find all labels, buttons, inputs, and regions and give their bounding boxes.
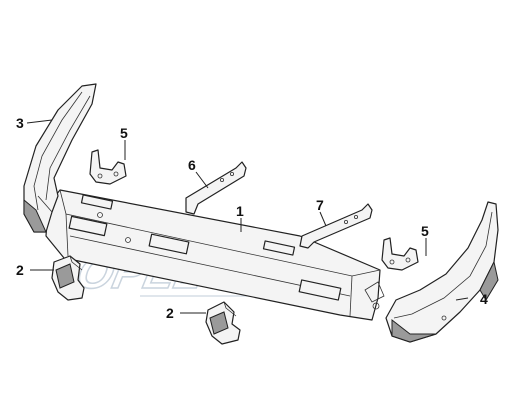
callout-4: 4 [480, 291, 488, 307]
callout-1: 1 [236, 203, 244, 219]
part-5-mount-bracket-left [89, 149, 127, 185]
leader-lines [26, 119, 469, 314]
part-6-strap-bracket [185, 161, 247, 215]
callout-7: 7 [316, 197, 324, 213]
part-2-bracket-lower [205, 301, 241, 345]
callout-2-left: 2 [16, 262, 24, 278]
part-3-left-bumper-end [23, 83, 97, 233]
part-1-bumper-bar [45, 189, 385, 321]
part-4-right-bumper-end [385, 201, 499, 343]
callout-labels: 3 5 6 1 7 5 4 2 2 [16, 115, 488, 321]
callout-2-lower: 2 [166, 305, 174, 321]
callout-5-left: 5 [120, 125, 128, 141]
part-2-bracket-left [51, 255, 85, 301]
part-5-mount-bracket-right [381, 237, 419, 271]
callout-3: 3 [16, 115, 24, 131]
callout-6: 6 [188, 157, 196, 173]
part-7-strap-bracket [299, 203, 373, 249]
callout-5-right: 5 [421, 223, 429, 239]
